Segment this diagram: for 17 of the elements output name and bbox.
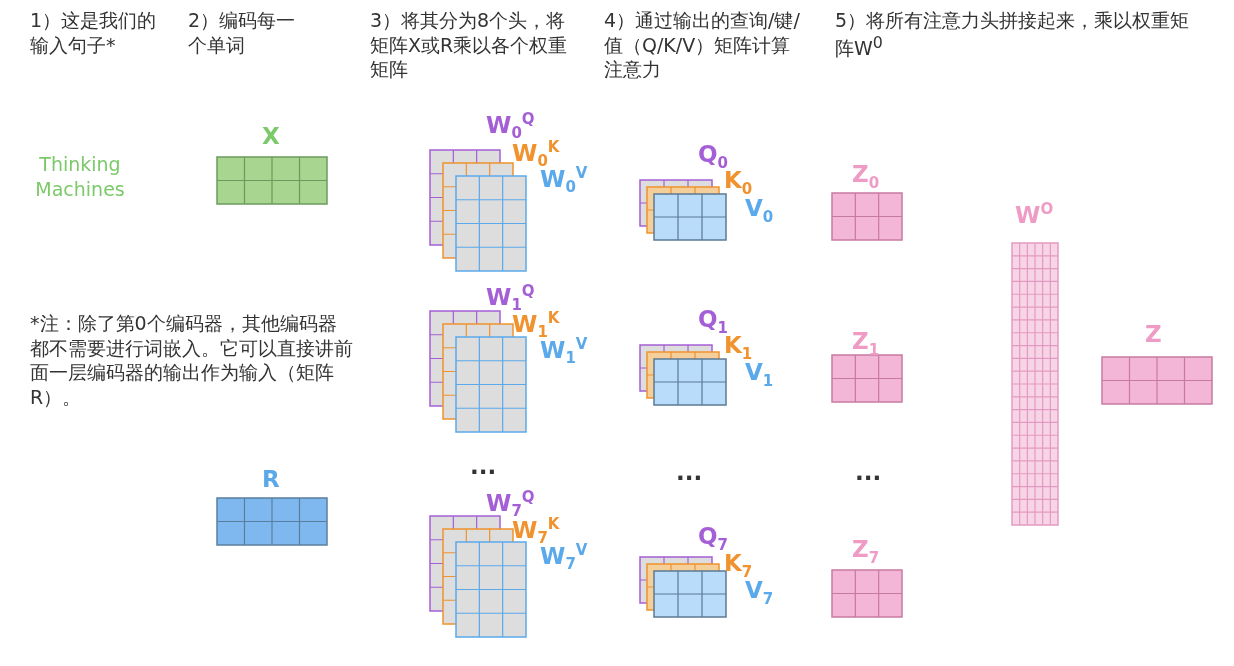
note-text: *注：除了第0个编码器，其他编码器都不需要进行词嵌入。它可以直接讲前面一层编码器的输出作为输入（矩阵R）。	[30, 311, 354, 410]
matrix-label: Z$_{1}$	[852, 327, 880, 361]
step-caption: 4）通过输出的查询/键/值（Q/K/V）矩阵计算注意力	[604, 8, 801, 83]
ellipsis: ...	[470, 452, 497, 481]
matrix-label: Z$_{0}$	[852, 160, 880, 194]
step-caption: 1）这是我们的输入句子*	[30, 8, 158, 58]
step-caption: 2）编码每一个单词	[188, 8, 297, 58]
matrix-label: Z	[1145, 320, 1162, 349]
matrix-label: X	[262, 122, 280, 151]
input-sentence-text: Thinking Machines	[34, 152, 126, 202]
step-caption: 5）将所有注意力头拼接起来，乘以权重矩阵W$^{0}$	[835, 8, 1191, 61]
matrix-label: W$^{O}$	[1015, 200, 1054, 230]
ellipsis: ...	[855, 458, 882, 487]
matrix-label: Z$_{7}$	[852, 535, 880, 569]
step-caption: 3）将其分为8个头，将矩阵X或R乘以各个权重矩阵	[370, 8, 569, 83]
ellipsis: ...	[676, 458, 703, 487]
matrix-label: R	[262, 465, 280, 494]
